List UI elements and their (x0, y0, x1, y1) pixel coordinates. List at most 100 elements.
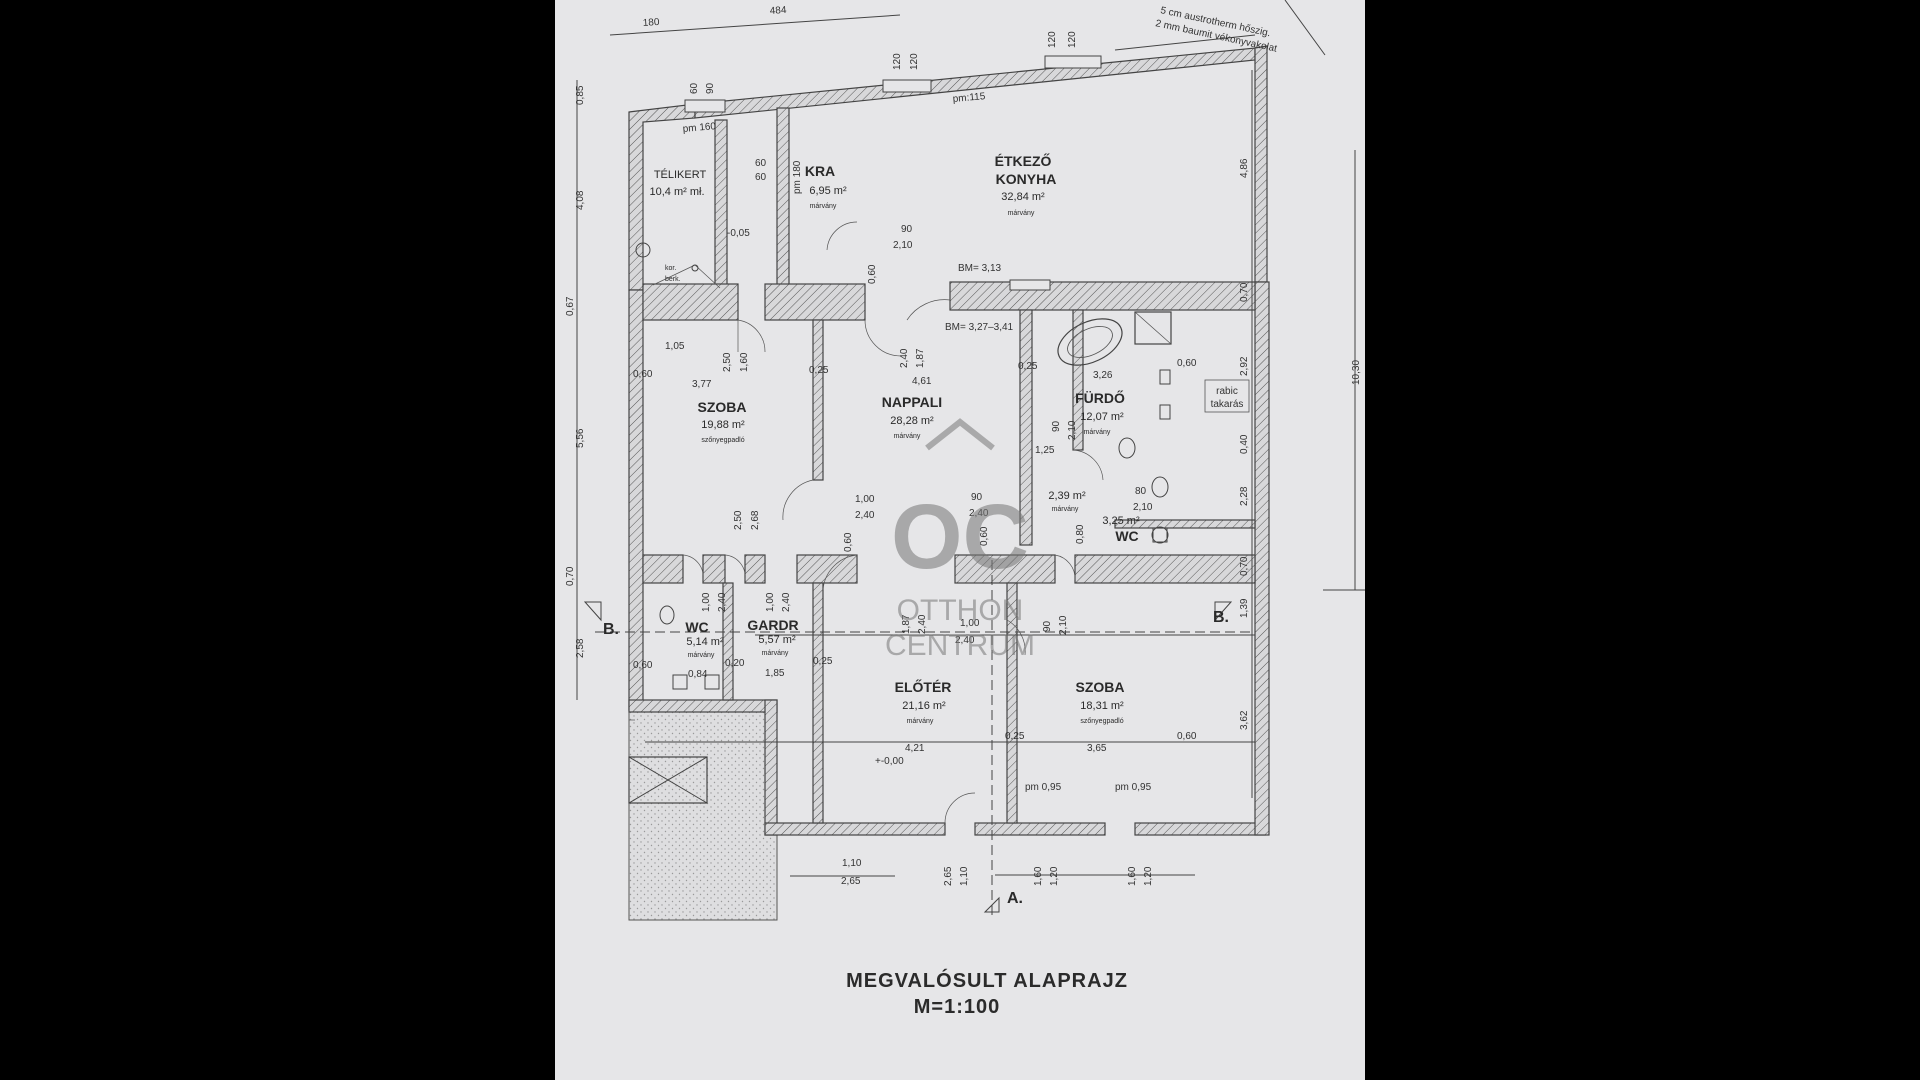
dim-label: 120 (1047, 31, 1058, 48)
dim-label: 2,40 (781, 592, 792, 612)
dim-label: 60 (689, 82, 700, 94)
plan-sheet: TÉLIKERT 10,4 m² mł. KRA 6,95 m² márvány… (555, 0, 1365, 1080)
dimension-lines (576, 0, 1365, 877)
dim-label: 1,00 (765, 592, 776, 612)
room-kra-material: márvány (810, 203, 837, 210)
room-wc2-area: 3,25 m² (1102, 515, 1140, 527)
dim-label: 0,60 (1177, 358, 1197, 369)
plan-scale: M=1:100 (914, 996, 1001, 1018)
dim-label: 10,30 (1351, 360, 1362, 385)
dim-label: 0,60 (979, 526, 990, 546)
dimension-labels: 180 484 90 60 120 120 120 120 pm 160 pm:… (565, 5, 1362, 887)
dim-label: 90 (1042, 620, 1053, 632)
dim-label: 0,25 (1018, 361, 1038, 372)
dim-label: 0,25 (809, 365, 829, 376)
dim-label: 0,60 (867, 264, 878, 284)
dim-label: 2,10 (893, 240, 913, 251)
room-szoba2-material: szőnyegpadló (1080, 718, 1123, 725)
dim-label: 4,86 (1239, 158, 1250, 178)
dim-label: 120 (909, 53, 920, 70)
dim-label: 0,70 (1239, 282, 1250, 302)
dim-label: pm 0,95 (1025, 782, 1062, 793)
dim-label: 1,05 (665, 341, 685, 352)
dim-label: 90 (705, 82, 716, 94)
dim-label: 60 (755, 172, 767, 183)
note-rabic-2: takarás (1211, 399, 1244, 410)
room-etkezo-area: 32,84 m² (1001, 191, 1045, 203)
walls (628, 45, 1270, 836)
dim-label: 0,20 (725, 658, 745, 669)
dim-label: BM= 3,27–3,41 (945, 322, 1014, 333)
room-szoba1-material: szőnyegpadló (701, 437, 744, 444)
dim-label: 2,10 (1058, 615, 1069, 635)
dim-label: 1,60 (1033, 866, 1044, 886)
dim-label: 5,56 (575, 428, 586, 448)
room-wc2-name: WC (1115, 528, 1138, 544)
dim-label: 1,00 (701, 592, 712, 612)
section-b-left: B. (603, 621, 619, 638)
dim-label: 0,80 (1075, 524, 1086, 544)
dim-label: 2,92 (1239, 356, 1250, 376)
dim-label: 0,60 (633, 369, 653, 380)
dim-label: 1,10 (959, 866, 970, 886)
room-etkezo-name2: KONYHA (996, 171, 1057, 187)
dim-label: 484 (769, 5, 787, 17)
room-wc1-area: 5,14 m² (686, 636, 724, 648)
room-kra-area: 6,95 m² (809, 185, 847, 197)
floor-plan: TÉLIKERT 10,4 m² mł. KRA 6,95 m² márvány… (565, 0, 1365, 1018)
section-lines (595, 560, 1255, 915)
dim-label: pm:115 (952, 91, 986, 105)
watermark-oc: OC (891, 486, 1029, 588)
section-a: A. (1007, 890, 1023, 907)
dim-label: 1,39 (1239, 598, 1250, 618)
dim-label: 1,85 (765, 668, 785, 679)
watermark-logo: OC OTTHON CENTRUM (885, 418, 1035, 662)
dim-label: 90 (901, 224, 913, 235)
dim-label: 1,20 (1143, 866, 1154, 886)
dim-label: 4,61 (912, 376, 932, 387)
watermark-text-1: OTTHON (897, 594, 1024, 627)
room-hall-area: 2,39 m² (1048, 490, 1086, 502)
dim-label: 0,25 (813, 656, 833, 667)
room-wc1-name: WC (685, 619, 708, 635)
room-eloter-name: ELŐTÉR (895, 678, 952, 695)
fixtures (635, 242, 1172, 690)
dim-label: 2,10 (1133, 502, 1153, 513)
dim-label: 2,28 (1239, 486, 1250, 506)
room-gardr-area: 5,57 m² (758, 634, 796, 646)
terrace-crate (628, 756, 708, 804)
room-gardr-material: márvány (762, 650, 789, 657)
dim-label: 1,60 (739, 352, 750, 372)
dim-label: 2,40 (969, 508, 989, 519)
room-kra-name: KRA (805, 163, 835, 179)
dim-label: 0,60 (843, 532, 854, 552)
dim-label: 0,70 (565, 566, 576, 586)
dim-label: 1,87 (901, 614, 912, 634)
dim-label: 1,20 (1049, 866, 1060, 886)
room-furdo-area: 12,07 m² (1080, 411, 1124, 423)
dim-label: -0,05 (727, 228, 750, 239)
room-labels: TÉLIKERT 10,4 m² mł. KRA 6,95 m² márvány… (649, 152, 1139, 725)
room-gardr-name: GARDR (747, 617, 798, 633)
room-szoba2-area: 18,31 m² (1080, 700, 1124, 712)
dim-label: 90 (1051, 420, 1062, 432)
dim-label: 120 (1067, 31, 1078, 48)
section-b-right: B. (1213, 609, 1229, 626)
room-wc1-material: márvány (688, 652, 715, 659)
dim-label: 0,60 (1177, 731, 1197, 742)
dim-label: 3,26 (1093, 370, 1113, 381)
dim-label: 90 (971, 492, 983, 503)
dim-label: 2,40 (717, 592, 728, 612)
dim-label: 2,40 (917, 614, 928, 634)
dim-label: 2,65 (841, 876, 861, 887)
dim-label: 2,40 (855, 510, 875, 521)
doors (682, 221, 1104, 824)
dim-label: 180 (642, 17, 660, 29)
dim-label: pm 0,95 (1115, 782, 1152, 793)
dim-label: 0,67 (565, 296, 576, 316)
dim-label: 0,70 (1239, 556, 1250, 576)
dim-label: +-0,00 (875, 756, 904, 767)
dim-label: 80 (1135, 486, 1147, 497)
dim-label: 2,40 (899, 348, 910, 368)
room-etkezo-material: márvány (1008, 210, 1035, 217)
